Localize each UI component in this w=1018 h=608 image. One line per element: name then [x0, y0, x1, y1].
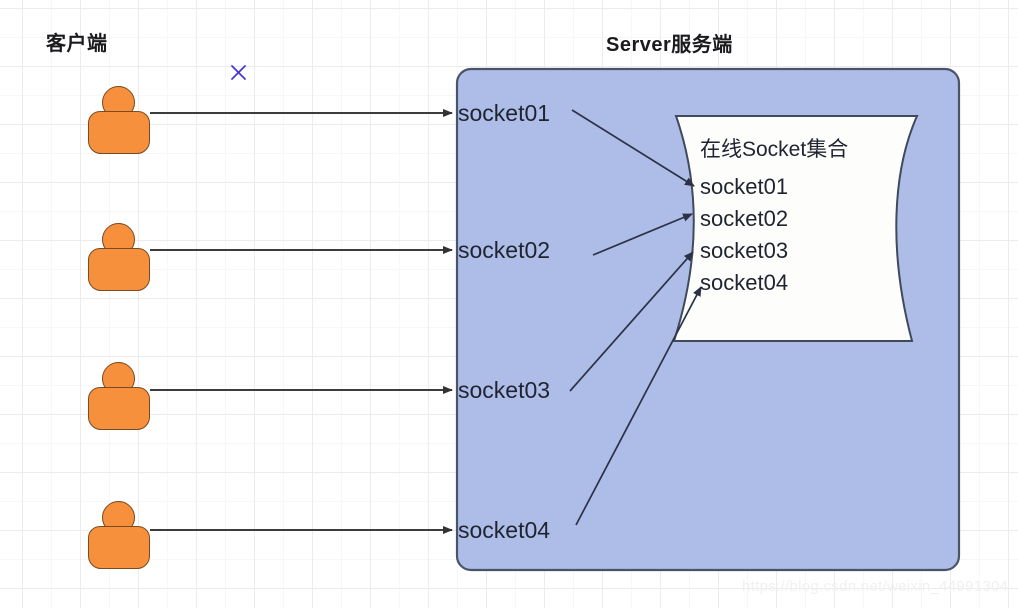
x-marker-icon	[231, 65, 246, 80]
client-side-heading: 客户端	[46, 33, 108, 55]
server-socket-label-4: socket04	[458, 517, 551, 543]
server-socket-label-2: socket02	[458, 237, 551, 263]
server-side-heading: Server服务端	[606, 34, 733, 56]
client-person-icon-1	[88, 86, 150, 154]
person-body	[88, 387, 150, 430]
person-body	[88, 526, 150, 569]
client-person-icon-3	[88, 362, 150, 430]
collection-item-socket03: socket03	[700, 238, 789, 263]
watermark-text: https://blog.csdn.net/weixin_44991304	[742, 578, 1009, 595]
pointer-arrow-socket03	[569, 251, 694, 392]
client-person-icon-4	[88, 501, 150, 569]
pointer-arrow-socket01	[571, 109, 695, 187]
online-socket-collection-shape	[672, 115, 919, 342]
server-socket-label-3: socket03	[458, 377, 551, 403]
pointer-arrow-socket04	[575, 286, 702, 526]
collection-item-socket04: socket04	[700, 270, 789, 295]
collection-item-socket02: socket02	[700, 206, 789, 231]
person-body	[88, 248, 150, 291]
client-person-icon-2	[88, 223, 150, 291]
online-socket-collection-title: 在线Socket集合	[700, 138, 849, 161]
collection-item-socket01: socket01	[700, 174, 789, 199]
pointer-arrow-socket02	[592, 213, 693, 256]
server-socket-label-1: socket01	[458, 100, 551, 126]
person-body	[88, 111, 150, 154]
